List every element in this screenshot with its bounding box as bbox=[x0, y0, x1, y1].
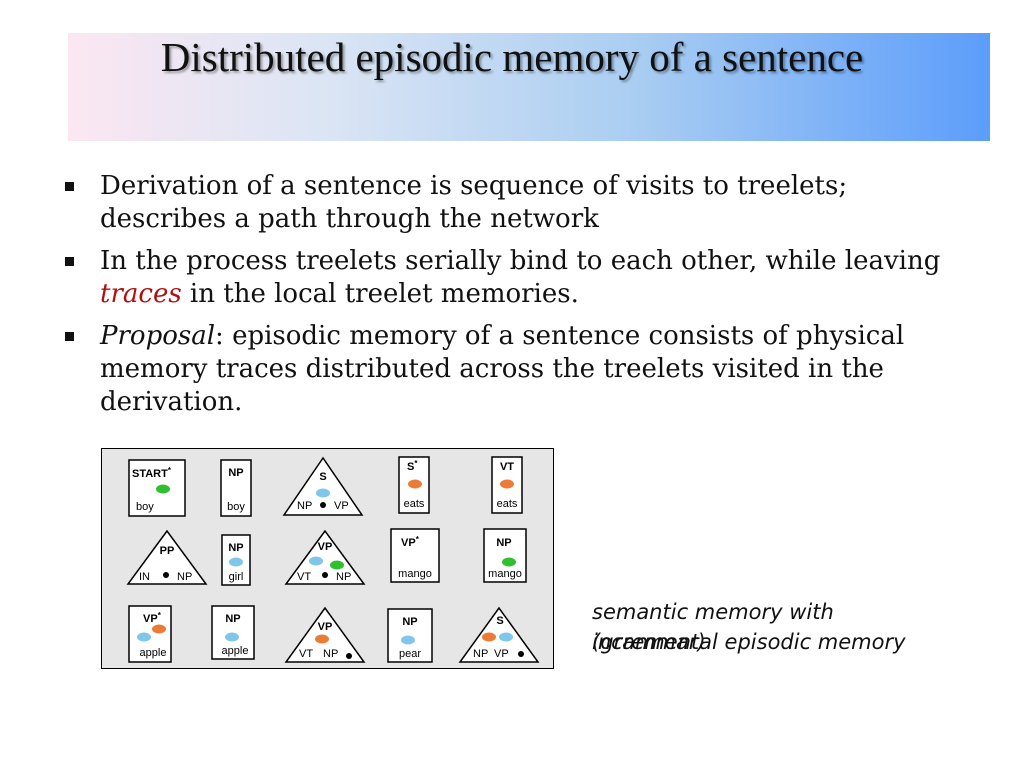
svg-text:NP: NP bbox=[402, 616, 417, 628]
svg-text:NP: NP bbox=[228, 467, 243, 479]
svg-text:VT: VT bbox=[299, 648, 313, 660]
caption-semantic-memory: semantic memory bbox=[592, 600, 783, 624]
square-bullet-icon bbox=[65, 182, 74, 191]
blue-marker bbox=[225, 632, 239, 642]
emphasis-proposal: Proposal bbox=[100, 321, 216, 351]
orange-marker bbox=[482, 632, 496, 642]
diagram-caption: semantic memory with (grammar) increment… bbox=[592, 597, 992, 654]
square-bullet-icon bbox=[65, 257, 74, 266]
treelet-np-girl: NP girl bbox=[221, 534, 251, 586]
bullet-text: in the local treelet memories. bbox=[181, 279, 579, 309]
treelet-np-pear: NP pear bbox=[387, 608, 433, 663]
bullet-text: : episodic memory of a sentence consists… bbox=[100, 321, 905, 417]
bullet-text: Derivation of a sentence is sequence of … bbox=[100, 171, 848, 234]
caption-incremental-episodic-memory: incremental episodic memory bbox=[592, 630, 906, 654]
treelet-vp-star-mango: VP* mango bbox=[390, 528, 440, 583]
svg-text:mango: mango bbox=[488, 568, 522, 580]
svg-text:NP: NP bbox=[473, 648, 488, 660]
blue-marker bbox=[229, 557, 243, 567]
svg-text:pear: pear bbox=[399, 648, 421, 660]
svg-text:eats: eats bbox=[404, 498, 425, 510]
svg-text:VT: VT bbox=[297, 571, 311, 583]
treelet-s-1: S NP VP bbox=[282, 456, 364, 516]
svg-text:VP*: VP* bbox=[143, 611, 162, 625]
caption-line-1: semantic memory with bbox=[592, 600, 834, 624]
svg-text:S: S bbox=[319, 471, 326, 483]
treelet-vp-2: VP VT NP bbox=[284, 606, 366, 663]
treelet-np-mango: NP mango bbox=[483, 528, 527, 583]
bullet-item: Derivation of a sentence is sequence of … bbox=[62, 170, 962, 236]
svg-text:NP: NP bbox=[297, 500, 312, 512]
treelet-start: START* boy bbox=[128, 459, 186, 517]
svg-text:IN: IN bbox=[139, 571, 150, 583]
svg-text:S*: S* bbox=[407, 459, 418, 473]
blue-marker bbox=[499, 632, 513, 642]
svg-text:mango: mango bbox=[398, 568, 432, 580]
svg-text:eats: eats bbox=[497, 498, 518, 510]
treelet-vp-1: VP VT NP bbox=[284, 529, 366, 585]
svg-text:NP: NP bbox=[225, 613, 240, 625]
bullet-text: In the process treelets serially bind to… bbox=[100, 246, 941, 276]
green-marker bbox=[330, 560, 344, 570]
emphasis-traces: traces bbox=[100, 279, 182, 309]
blue-marker bbox=[401, 635, 415, 645]
svg-text:apple: apple bbox=[222, 645, 249, 657]
svg-text:VP: VP bbox=[318, 621, 333, 633]
svg-text:NP: NP bbox=[323, 648, 338, 660]
svg-text:PP: PP bbox=[160, 545, 175, 557]
svg-text:boy: boy bbox=[227, 501, 245, 513]
svg-text:VP: VP bbox=[318, 541, 333, 553]
slide-title: Distributed episodic memory of a sentenc… bbox=[160, 34, 864, 80]
svg-text:NP: NP bbox=[177, 571, 192, 583]
black-dot bbox=[163, 572, 169, 578]
treelet-vp-star-apple: VP* apple bbox=[128, 605, 172, 663]
black-dot bbox=[320, 502, 326, 508]
svg-text:apple: apple bbox=[140, 647, 167, 659]
bullet-item: In the process treelets serially bind to… bbox=[62, 245, 962, 311]
treelet-pp: PP IN NP bbox=[126, 529, 208, 585]
treelet-np-boy: NP boy bbox=[220, 459, 252, 517]
svg-text:NP: NP bbox=[496, 537, 511, 549]
green-marker bbox=[156, 484, 170, 494]
svg-text:VP: VP bbox=[494, 648, 509, 660]
title-banner bbox=[68, 33, 990, 141]
bullet-item: Proposal: episodic memory of a sentence … bbox=[62, 320, 962, 419]
square-bullet-icon bbox=[65, 332, 74, 341]
treelet-diagram: START* boy NP boy S NP VP S* eats VT eat… bbox=[101, 448, 554, 669]
svg-text:NP: NP bbox=[336, 571, 351, 583]
blue-marker bbox=[309, 556, 323, 566]
svg-text:NP: NP bbox=[228, 542, 243, 554]
bullet-list: Derivation of a sentence is sequence of … bbox=[62, 170, 962, 428]
treelet-np-apple: NP apple bbox=[211, 605, 255, 660]
orange-marker bbox=[152, 624, 166, 634]
blue-marker bbox=[316, 488, 330, 498]
svg-text:boy: boy bbox=[136, 501, 154, 513]
black-dot bbox=[322, 572, 328, 578]
svg-text:START*: START* bbox=[132, 466, 172, 480]
svg-text:VP*: VP* bbox=[401, 535, 420, 549]
blue-marker bbox=[137, 632, 151, 642]
treelet-vt-eats: VT eats bbox=[491, 456, 523, 514]
svg-text:VP: VP bbox=[334, 500, 349, 512]
caption-grammar: (grammar) bbox=[592, 630, 706, 654]
green-marker bbox=[502, 557, 516, 567]
orange-marker bbox=[408, 479, 422, 489]
treelet-s-2: S NP VP bbox=[458, 606, 540, 663]
svg-text:VT: VT bbox=[500, 461, 514, 473]
black-dot bbox=[346, 653, 352, 659]
treelet-s-star-eats: S* eats bbox=[398, 456, 430, 514]
svg-text:girl: girl bbox=[229, 571, 244, 583]
svg-text:S: S bbox=[496, 615, 503, 627]
orange-marker bbox=[500, 479, 514, 489]
black-dot bbox=[518, 651, 524, 657]
orange-marker bbox=[315, 634, 329, 644]
